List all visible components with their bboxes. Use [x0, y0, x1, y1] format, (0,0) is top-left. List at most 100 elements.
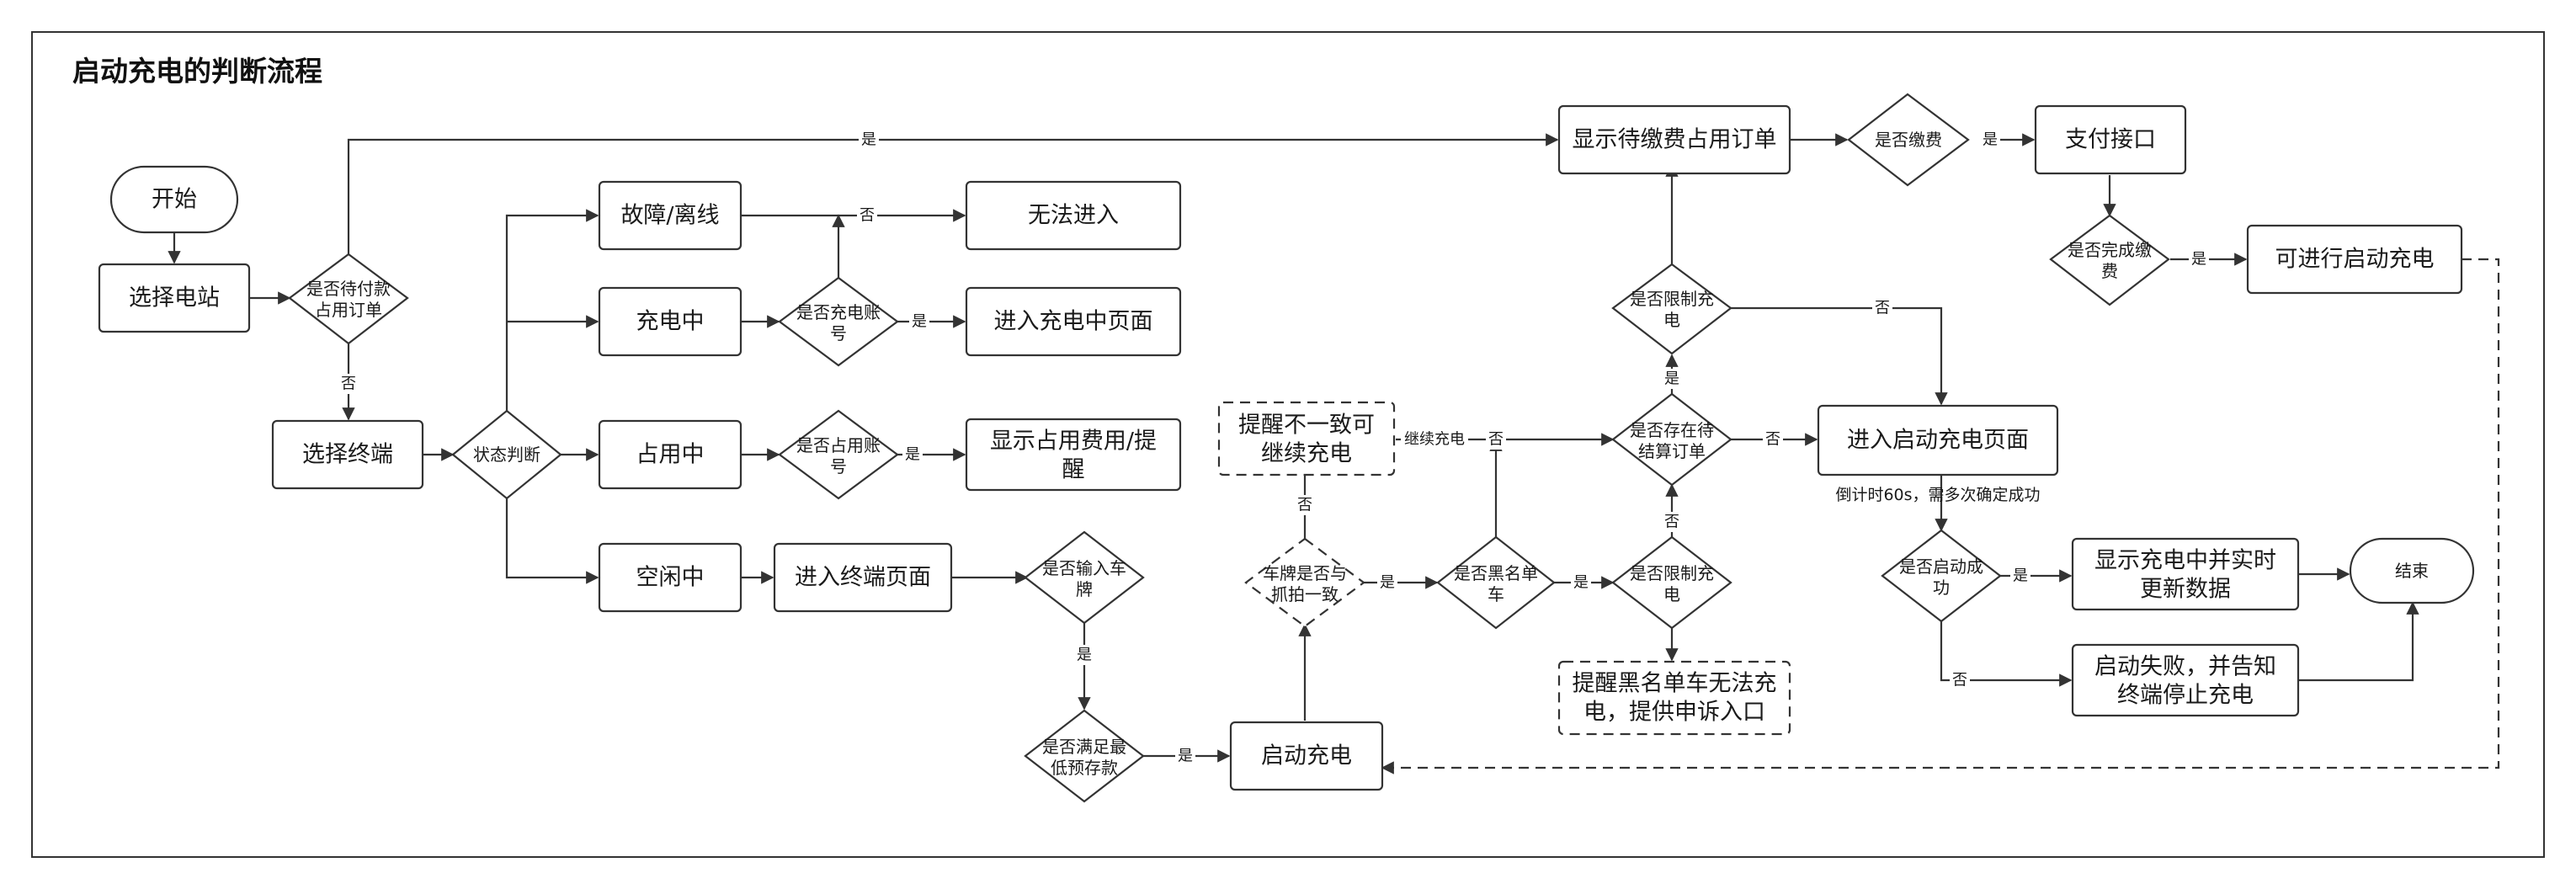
edge-label-no: 否: [860, 207, 875, 225]
pending-settle-decision: [1611, 392, 1732, 487]
label-bg: [909, 311, 929, 332]
start-success-label-1: 是否启动成: [1899, 556, 1983, 577]
pay-done-label-1: 是否完成缴: [2068, 240, 2152, 260]
edge-canstart-to-startcharge: [1381, 258, 2500, 775]
limit-charge-decision-2: [1611, 263, 1732, 355]
occupied-node: [598, 419, 742, 490]
edge-success-no: [1940, 621, 2073, 687]
cannot-enter-node: [965, 180, 1182, 251]
min-deposit-decision: [1024, 709, 1145, 803]
show-occupied-fee-node: [965, 418, 1182, 492]
label-bg: [1486, 429, 1506, 450]
idle-node: [598, 542, 742, 613]
plate-match-label-2: 抓拍一致: [1271, 584, 1339, 604]
select-station-node: [98, 263, 251, 333]
label-bg: [1175, 746, 1195, 766]
cannot-enter-label: 无法进入: [1028, 203, 1119, 229]
blacklist-decision: [1436, 535, 1556, 630]
pending-order-decision: [288, 253, 409, 345]
label-bg: [1401, 429, 1468, 450]
enter-terminal-page-label: 进入终端页面: [795, 565, 931, 591]
limit-charge-1-label-1: 是否限制充: [1630, 563, 1714, 583]
pay-done-label-2: 费: [2101, 261, 2118, 281]
label-bg: [1950, 670, 1970, 690]
pending-settle-label-1: 是否存在待: [1630, 420, 1714, 440]
pay-done-decision: [2049, 214, 2170, 306]
edge-label-yes: 是: [861, 131, 876, 149]
idle-label: 空闲中: [636, 565, 705, 591]
min-deposit-label-2: 低预存款: [1051, 758, 1118, 778]
show-occupied-fee-label-2: 醒: [1062, 457, 1085, 483]
remind-blacklist-label-1: 提醒黑名单车无法充: [1573, 671, 1777, 697]
enter-start-page-label: 进入启动充电页面: [1847, 428, 2029, 454]
edge-label-yes: 是: [2191, 251, 2206, 269]
end-node: [2349, 537, 2475, 604]
show-pending-fee-order-label: 显示待缴费占用订单: [1573, 127, 1777, 153]
pending-order-label-1: 是否待付款: [306, 279, 391, 299]
charging-label: 充电中: [636, 309, 705, 335]
status-judge-label: 状态判断: [473, 444, 540, 465]
edge-label-yes: 是: [912, 313, 927, 331]
plate-match-label-1: 车牌是否与: [1263, 563, 1347, 583]
occupied-account-label-2: 号: [830, 456, 847, 476]
limit-charge-2-label-2: 电: [1663, 310, 1680, 330]
select-terminal-label: 选择终端: [302, 442, 393, 468]
limit-charge-1-label-2: 电: [1663, 584, 1680, 604]
remind-blacklist-label-2: 电，提供申诉入口: [1583, 700, 1765, 726]
start-node: [109, 165, 239, 234]
fault-offline-node: [598, 180, 742, 251]
label-bg: [1662, 512, 1682, 532]
edge-pending-yes: [347, 133, 1559, 254]
start-label: 开始: [152, 187, 197, 213]
start-charge-label: 启动充电: [1261, 743, 1352, 769]
edge-label-no: 否: [1664, 514, 1679, 531]
remind-mismatch-node: [1217, 401, 1396, 476]
blacklist-label-2: 车: [1488, 584, 1504, 604]
label-bg: [902, 444, 923, 465]
occupied-label: 占用中: [636, 442, 705, 468]
can-start-charge-node: [2246, 224, 2463, 295]
pending-settle-label-2: 结算订单: [1638, 441, 1706, 461]
show-pending-fee-order-node: [1557, 104, 1791, 175]
show-charging-data-label-1: 显示充电中并实时: [2094, 548, 2276, 574]
limit-charge-2-label-1: 是否限制充: [1630, 289, 1714, 309]
diagram-title: 启动充电的判断流程: [72, 55, 322, 88]
start-fail-label-2: 终端停止充电: [2117, 683, 2254, 709]
label-bg: [1662, 369, 1682, 389]
countdown-note: 倒计时60s，需多次确定成功: [1835, 486, 2040, 504]
edge-limit2-no: [1731, 306, 1948, 406]
pay-api-label: 支付接口: [2065, 127, 2156, 153]
label-bg: [1872, 298, 1892, 318]
show-charging-data-node: [2071, 537, 2300, 611]
edge-label-yes: 是: [1983, 131, 1998, 149]
edge-label-no: 否: [341, 375, 356, 393]
edge-label-yes: 是: [1077, 647, 1092, 664]
start-charge-node: [1229, 721, 1384, 791]
label-bg: [1295, 495, 1315, 515]
start-success-label-2: 功: [1933, 578, 1950, 598]
charging-account-label-2: 号: [830, 323, 847, 343]
remind-mismatch-label-2: 继续充电: [1261, 441, 1352, 467]
diagram-frame: [31, 31, 2545, 858]
label-bg: [338, 374, 359, 394]
edge-label-continue: 继续充电: [1404, 431, 1465, 449]
label-bg: [2189, 249, 2209, 269]
input-plate-decision: [1024, 530, 1145, 625]
edge-label-no: 否: [1488, 431, 1504, 449]
start-fail-node: [2071, 643, 2300, 717]
remind-mismatch-label-1: 提醒不一致可: [1238, 413, 1375, 439]
label-bg: [1377, 572, 1397, 593]
edge-label-no: 否: [1952, 672, 1967, 689]
charging-account-label-1: 是否充电账: [796, 302, 881, 322]
edge-status-to-fault: [505, 209, 599, 411]
status-judge-decision: [451, 409, 562, 500]
pay-api-node: [2034, 104, 2187, 175]
start-fail-label-1: 启动失败，并告知: [2094, 654, 2276, 680]
select-station-label: 选择电站: [129, 285, 220, 311]
occupied-account-decision: [778, 409, 899, 500]
edge-label-no: 否: [1297, 497, 1312, 514]
blacklist-label-1: 是否黑名单: [1454, 563, 1538, 583]
label-bg: [859, 130, 879, 150]
edge-fail-to-end: [2298, 601, 2419, 682]
